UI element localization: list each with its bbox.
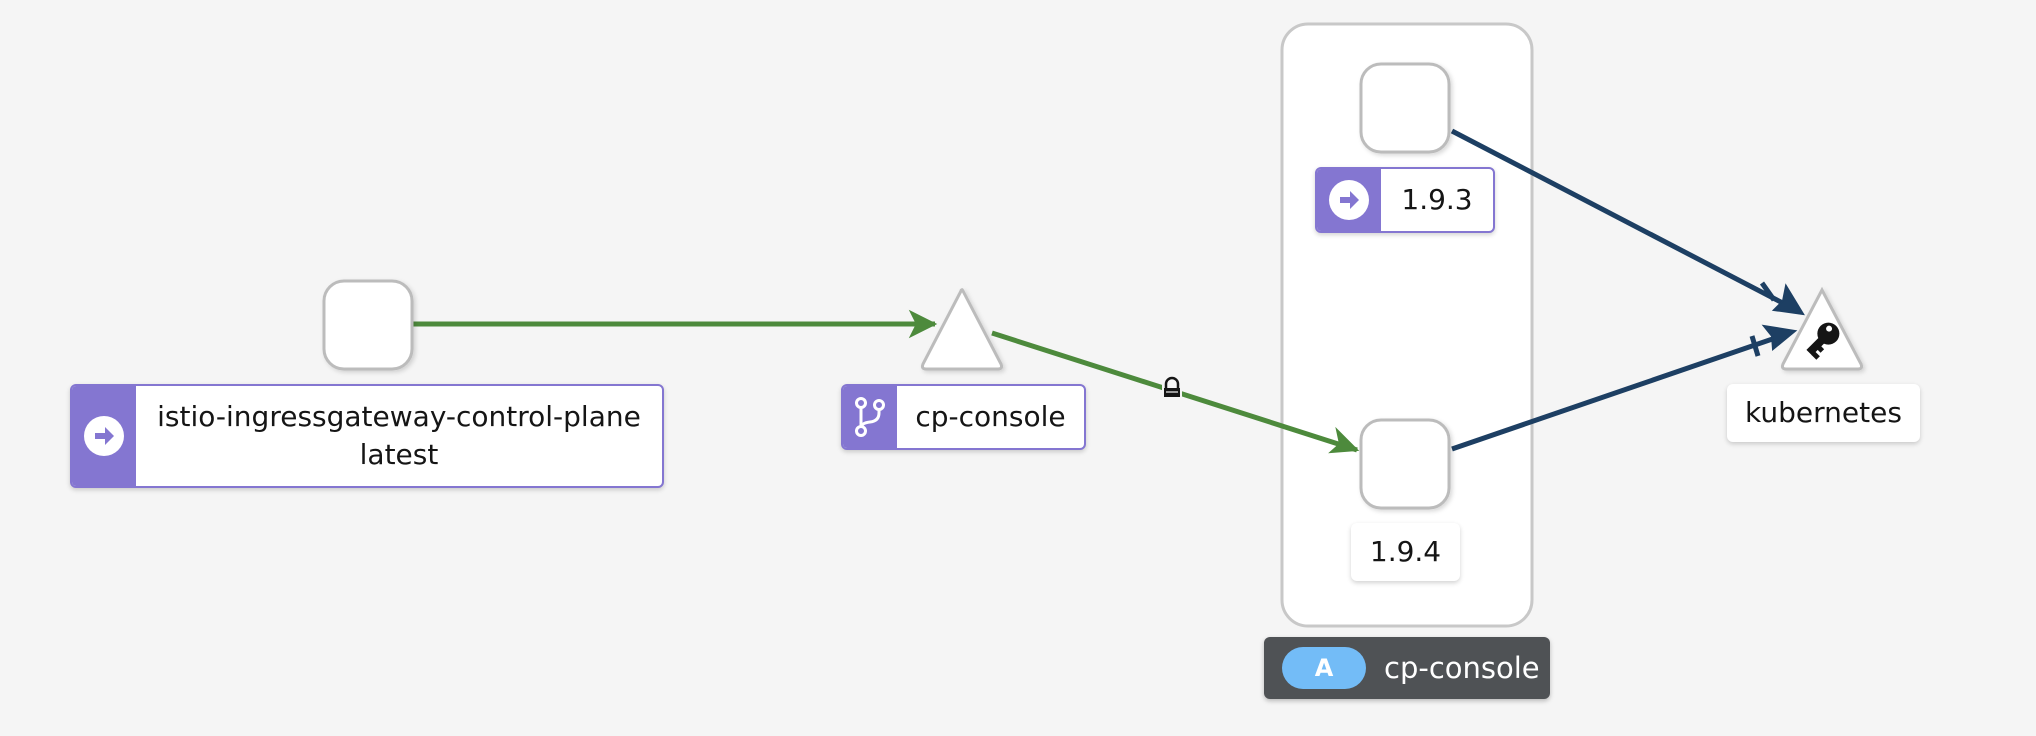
v194-label[interactable]: 1.9.4 [1351, 523, 1460, 581]
node-gateway[interactable] [322, 279, 414, 371]
v194-version: 1.9.4 [1369, 535, 1442, 568]
arrow-right-circle-icon [1329, 180, 1369, 220]
v193-version: 1.9.3 [1401, 183, 1473, 216]
app-group-label[interactable]: A cp-console [1264, 637, 1550, 699]
gateway-label[interactable]: istio-ingressgateway-control-plane lates… [70, 384, 664, 488]
gateway-badge [72, 386, 136, 486]
kubernetes-name: kubernetes [1745, 396, 1902, 429]
lock-icon [1162, 376, 1182, 400]
service-badge [843, 386, 897, 448]
v193-label[interactable]: 1.9.3 [1315, 167, 1495, 233]
edge-gateway-to-service[interactable] [412, 309, 938, 339]
edge-v193-to-kubernetes[interactable] [1450, 128, 1805, 316]
edge-v194-to-kubernetes[interactable] [1451, 324, 1798, 452]
app-badge: A [1282, 647, 1366, 689]
node-service-triangle[interactable] [920, 288, 1004, 371]
service-label[interactable]: cp-console [841, 384, 1086, 450]
arrow-right-circle-icon [84, 416, 124, 456]
service-name: cp-console [915, 400, 1066, 433]
v193-badge [1317, 169, 1381, 231]
app-group-name: cp-console [1384, 651, 1540, 685]
gateway-name: istio-ingressgateway-control-plane [157, 400, 641, 433]
node-v193[interactable] [1359, 62, 1451, 154]
code-branch-icon [855, 397, 885, 437]
gateway-version: latest [359, 438, 439, 471]
node-v194[interactable] [1359, 418, 1451, 510]
kubernetes-label[interactable]: kubernetes [1727, 384, 1920, 442]
